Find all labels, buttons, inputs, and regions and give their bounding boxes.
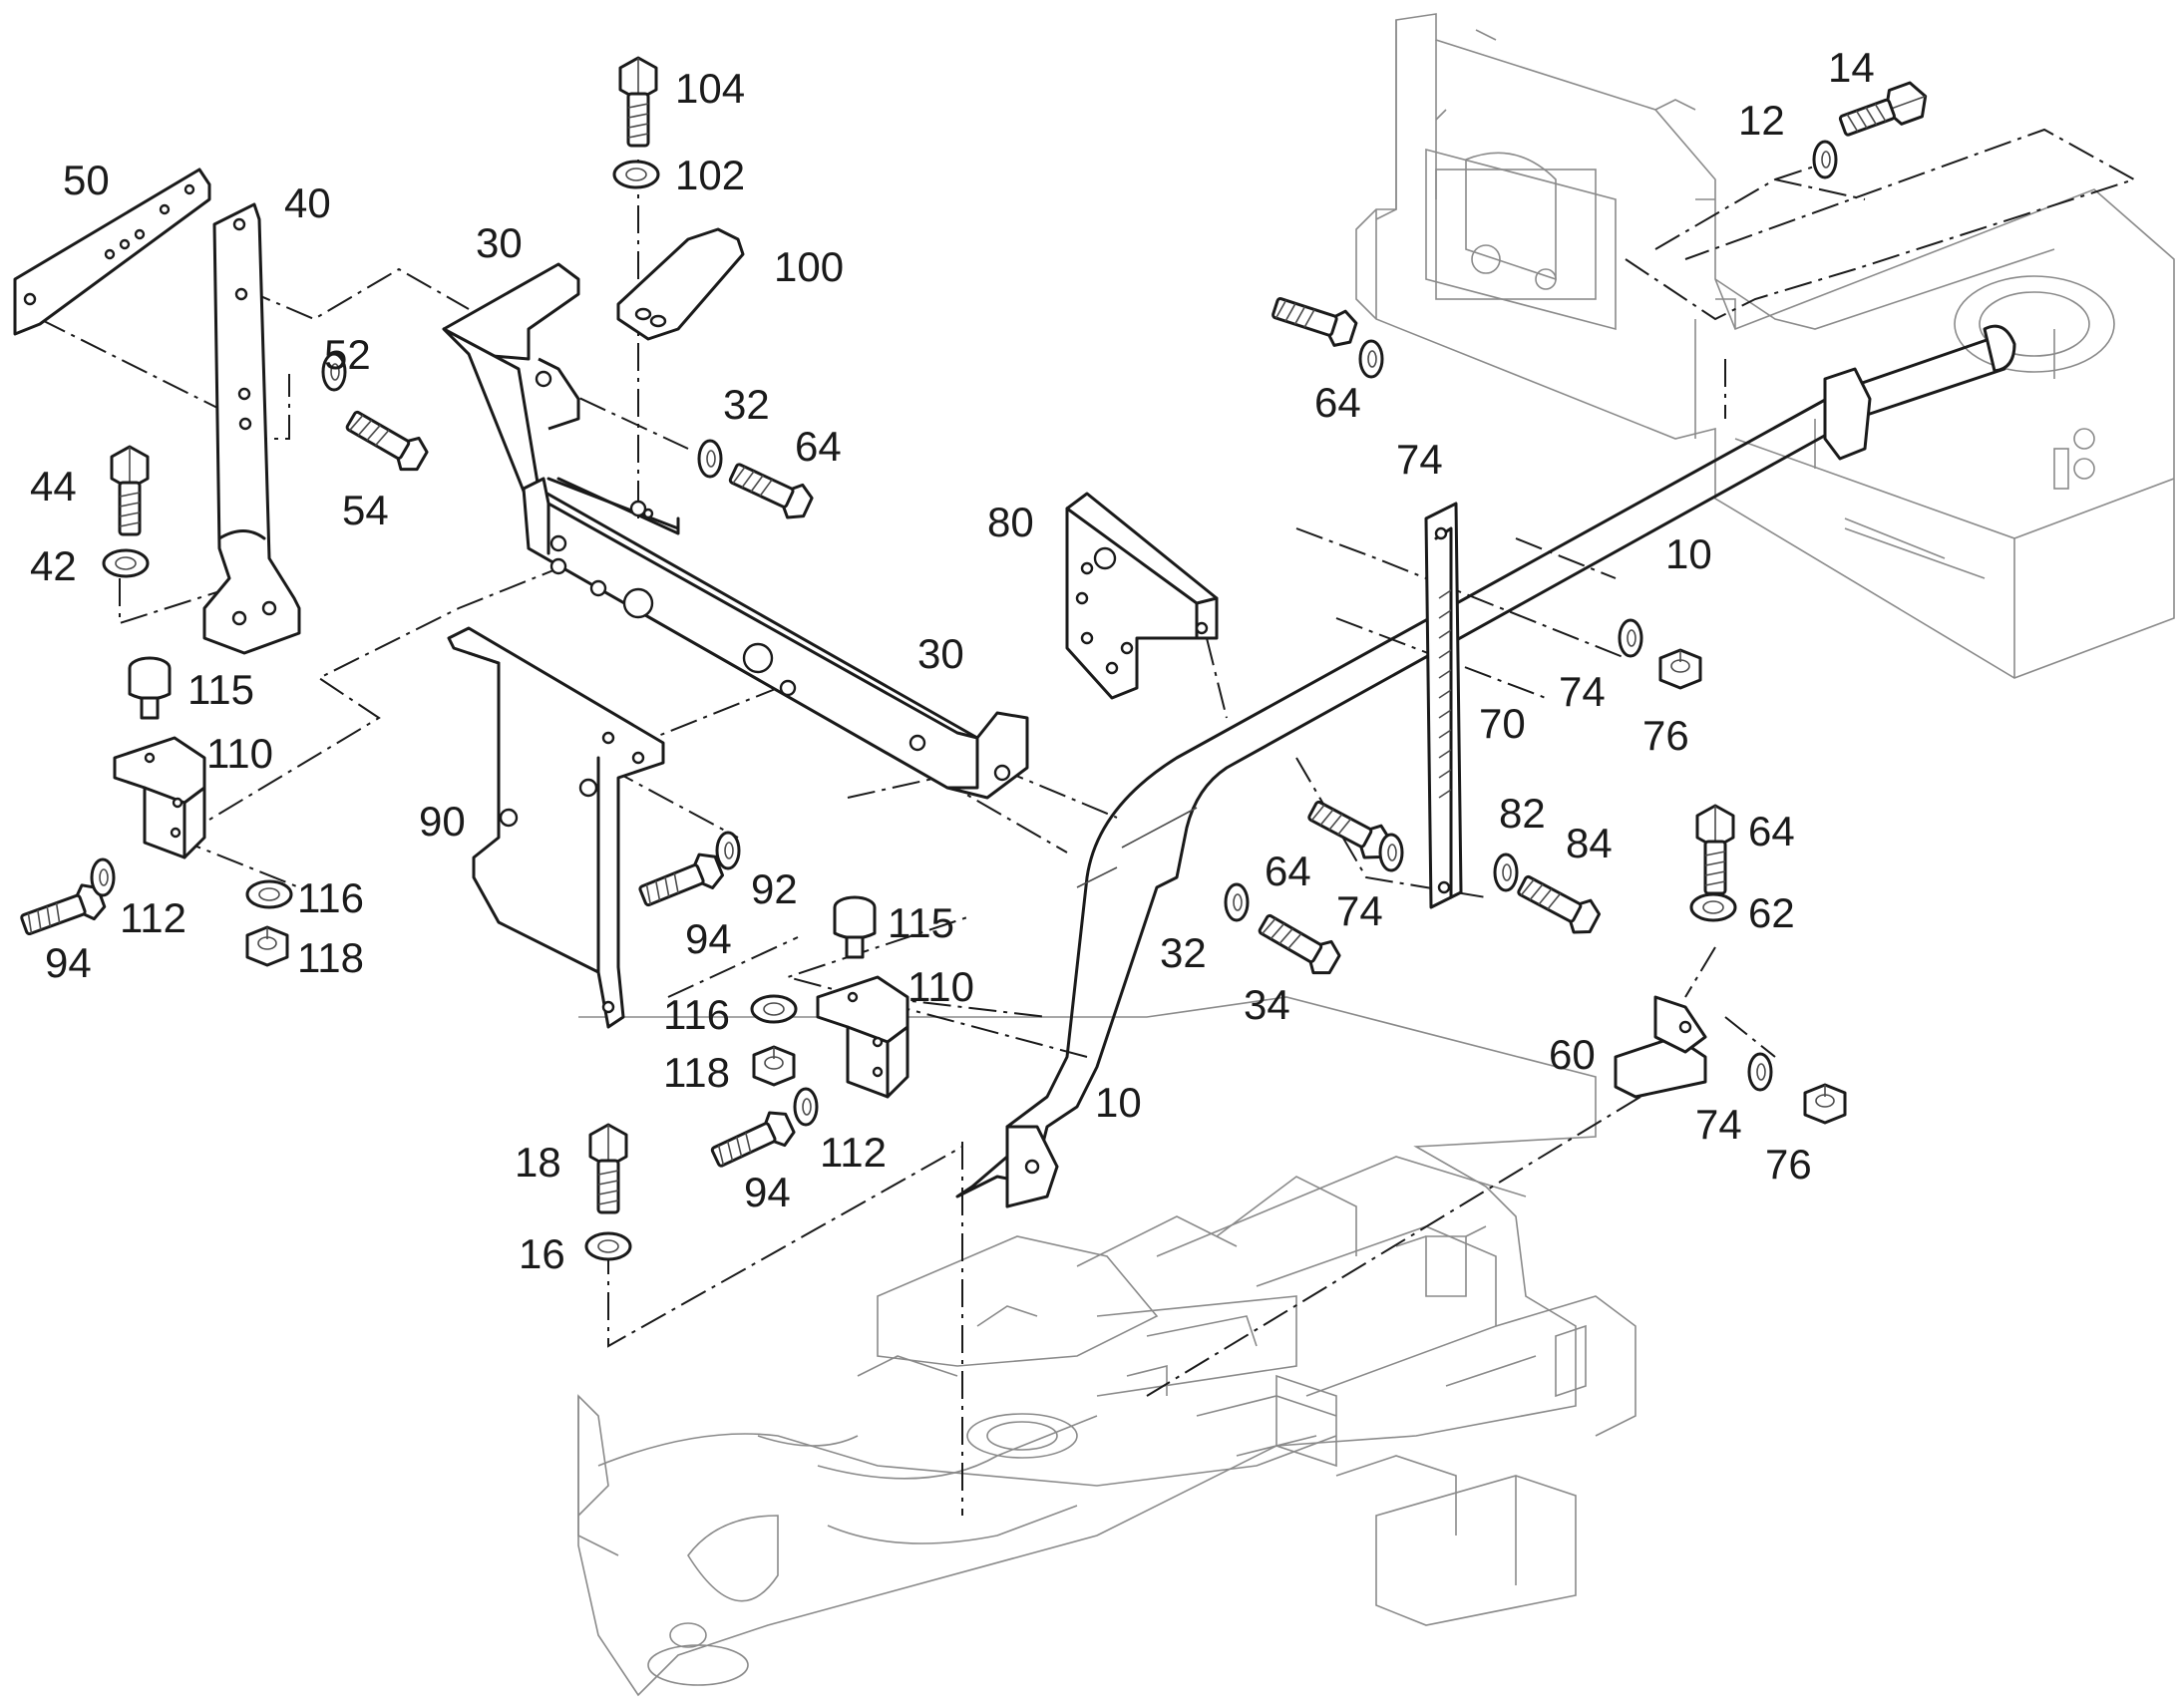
callout-70: 70 bbox=[1479, 700, 1526, 747]
callout-94-a: 94 bbox=[45, 939, 92, 986]
callout-82: 82 bbox=[1499, 790, 1546, 837]
callout-94-c: 94 bbox=[744, 1169, 791, 1215]
callout-54: 54 bbox=[342, 487, 389, 533]
callout-102: 102 bbox=[675, 152, 745, 198]
callout-118-left: 118 bbox=[297, 934, 364, 981]
callout-115-left: 115 bbox=[187, 666, 254, 713]
callout-112-right: 112 bbox=[820, 1129, 887, 1176]
bracket-50 bbox=[13, 168, 211, 336]
callout-80: 80 bbox=[987, 499, 1034, 545]
callout-64-d: 64 bbox=[1748, 808, 1795, 854]
callout-74-c: 74 bbox=[1336, 887, 1383, 934]
callout-16: 16 bbox=[519, 1230, 565, 1277]
beam-bracket-30 bbox=[442, 262, 1029, 800]
callout-40: 40 bbox=[284, 179, 331, 226]
callout-10-upper: 10 bbox=[1665, 530, 1712, 577]
callout-74-b: 74 bbox=[1559, 668, 1606, 715]
callout-64-a: 64 bbox=[795, 423, 842, 470]
callout-18: 18 bbox=[515, 1139, 561, 1186]
callout-10-lower: 10 bbox=[1095, 1079, 1142, 1126]
bracket-110-left bbox=[113, 736, 206, 859]
callout-64-b: 64 bbox=[1314, 379, 1361, 426]
callout-60: 60 bbox=[1549, 1031, 1596, 1078]
callout-34: 34 bbox=[1244, 981, 1290, 1028]
bracket-40 bbox=[202, 202, 301, 655]
bracket-60 bbox=[1614, 995, 1707, 1099]
callout-32-lower: 32 bbox=[1160, 929, 1207, 976]
callout-76-a: 76 bbox=[1642, 712, 1689, 759]
callout-30-upper: 30 bbox=[476, 219, 523, 266]
callout-94-b: 94 bbox=[685, 915, 732, 962]
callout-76-b: 76 bbox=[1765, 1141, 1812, 1188]
callout-74-d: 74 bbox=[1695, 1101, 1742, 1148]
callout-116-right: 116 bbox=[663, 991, 730, 1038]
callout-110-left: 110 bbox=[206, 730, 273, 777]
bracket-110-right bbox=[816, 975, 909, 1099]
callout-118-right: 118 bbox=[663, 1049, 730, 1096]
plate-80 bbox=[1065, 492, 1219, 700]
chassis-frame bbox=[577, 996, 1636, 1697]
callout-112-left: 112 bbox=[120, 894, 186, 941]
callout-64-c: 64 bbox=[1265, 848, 1311, 894]
callout-92: 92 bbox=[751, 865, 798, 912]
callout-labels: 10 10 12 14 16 18 30 30 32 32 34 40 42 4… bbox=[30, 44, 1875, 1277]
callout-62: 62 bbox=[1748, 889, 1795, 936]
callout-12: 12 bbox=[1738, 97, 1785, 144]
callout-115-right: 115 bbox=[888, 899, 954, 946]
callout-32-upper: 32 bbox=[723, 381, 770, 428]
callout-14: 14 bbox=[1828, 44, 1875, 91]
support-tube-10 bbox=[955, 324, 2016, 1208]
callout-110-right: 110 bbox=[908, 963, 974, 1010]
callout-116-left: 116 bbox=[297, 874, 364, 921]
bracket-100 bbox=[616, 227, 745, 341]
callout-100: 100 bbox=[774, 243, 844, 290]
callout-104: 104 bbox=[675, 65, 745, 112]
callout-44: 44 bbox=[30, 463, 77, 510]
rail-70 bbox=[1424, 502, 1463, 909]
callout-74-a: 74 bbox=[1396, 436, 1443, 483]
callout-42: 42 bbox=[30, 542, 77, 589]
callout-90: 90 bbox=[419, 798, 466, 845]
callout-52: 52 bbox=[324, 331, 371, 378]
callout-30-lower: 30 bbox=[917, 630, 964, 677]
callout-50: 50 bbox=[63, 157, 110, 203]
callout-84: 84 bbox=[1566, 820, 1613, 866]
tank-and-panel bbox=[1355, 13, 2175, 679]
plate-90 bbox=[447, 626, 665, 1029]
